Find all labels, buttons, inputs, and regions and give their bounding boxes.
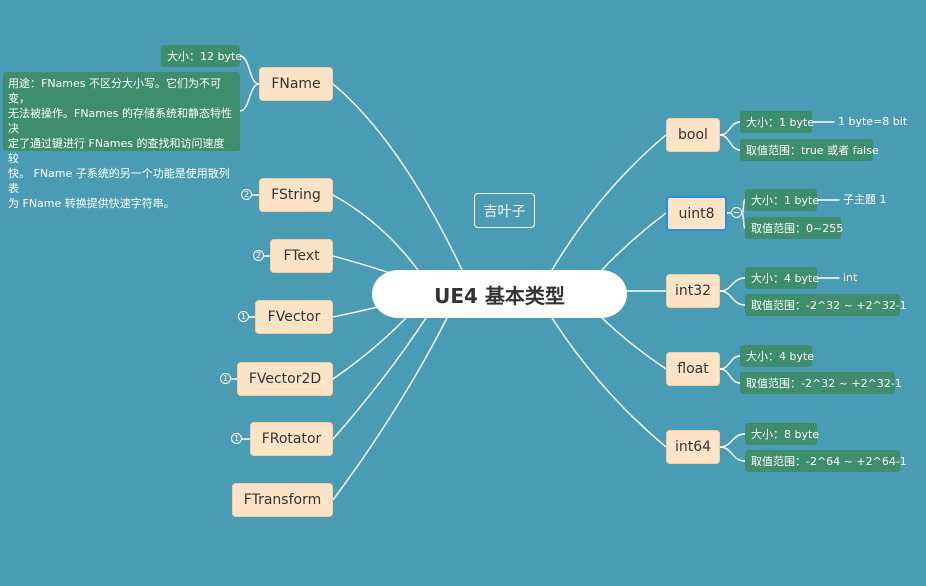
bool-range-subtopic[interactable]: 取值范围：true 或者 false bbox=[740, 139, 879, 161]
minus-circle-icon[interactable] bbox=[731, 207, 742, 218]
subtopic-label: 取值范围：0~255 bbox=[751, 222, 844, 235]
int32-range-subtopic[interactable]: 取值范围：-2^32 ~ +2^32-1 bbox=[745, 294, 907, 316]
float-range-subtopic[interactable]: 取值范围：-2^32 ~ +2^32-1 bbox=[740, 372, 902, 394]
topic-label: FString bbox=[271, 187, 321, 203]
topic-fvector[interactable]: FVector bbox=[255, 300, 333, 334]
topic-uint8[interactable]: uint8 bbox=[666, 196, 727, 231]
subtopic-label: 大小：4 byte bbox=[746, 350, 815, 363]
connector-float-size bbox=[719, 355, 741, 370]
floating-topic-label: 吉叶子 bbox=[483, 203, 526, 220]
connector-fstring bbox=[332, 194, 419, 271]
fname-size-subtopic[interactable]: 大小：12 byte bbox=[161, 45, 243, 67]
ftext-collapsed-count-icon[interactable]: 2 bbox=[253, 250, 264, 261]
connector-bool-size bbox=[719, 121, 741, 136]
uint8-range-subtopic[interactable]: 取值范围：0~255 bbox=[745, 217, 844, 239]
topic-label: bool bbox=[678, 127, 708, 143]
connector-ftransform bbox=[332, 317, 448, 501]
topic-label: int32 bbox=[674, 283, 712, 299]
float-size-subtopic[interactable]: 大小：4 byte bbox=[740, 345, 815, 367]
subtopic-label: 大小：1 byte bbox=[746, 116, 815, 129]
connector-int64 bbox=[551, 317, 667, 448]
topic-fstring[interactable]: FString bbox=[259, 178, 333, 212]
floating-topic[interactable]: 吉叶子 bbox=[474, 193, 535, 228]
topic-label: FText bbox=[283, 248, 320, 264]
topic-bool[interactable]: bool bbox=[666, 118, 720, 152]
detail-label: 子主题 1 bbox=[843, 193, 887, 206]
connector-float bbox=[599, 315, 667, 370]
detail-label: 1 byte=8 bit bbox=[838, 115, 908, 128]
connector-float-range bbox=[719, 368, 741, 384]
connector-uint8 bbox=[599, 212, 667, 273]
subtopic-label: 取值范围：-2^32 ~ +2^32-1 bbox=[751, 299, 907, 312]
frotator-collapsed-count-icon[interactable]: 1 bbox=[231, 433, 242, 444]
int64-range-subtopic[interactable]: 取值范围：-2^64 ~ +2^64-1 bbox=[745, 450, 907, 472]
connector-fname bbox=[332, 83, 463, 271]
fvector-collapsed-count-icon[interactable]: 1 bbox=[238, 311, 249, 322]
collapsed-count: 1 bbox=[222, 373, 229, 383]
connector-fvector2d bbox=[332, 315, 409, 380]
topic-ftransform[interactable]: FTransform bbox=[232, 483, 333, 517]
fstring-collapsed-count-icon[interactable]: 2 bbox=[241, 189, 252, 200]
fname-usage-subtopic[interactable]: 用途：FNames 不区分大小写。它们为不可变， 无法被操作。FNames 的存… bbox=[3, 72, 240, 210]
topic-int64[interactable]: int64 bbox=[666, 430, 720, 464]
topic-label: FTransform bbox=[243, 492, 322, 508]
topic-fvector2d[interactable]: FVector2D bbox=[237, 362, 333, 396]
collapsed-count: 2 bbox=[255, 250, 262, 260]
topic-int32[interactable]: int32 bbox=[666, 274, 720, 308]
bool-size-subtopic[interactable]: 大小：1 byte bbox=[740, 111, 815, 133]
connector-int64-range bbox=[719, 446, 746, 462]
topic-float[interactable]: float bbox=[666, 352, 720, 386]
subtopic-label: 取值范围：-2^32 ~ +2^32-1 bbox=[746, 377, 902, 390]
uint8-size-detail[interactable]: 子主题 1 bbox=[843, 192, 887, 208]
topic-label: uint8 bbox=[678, 205, 715, 222]
fvector2d-collapsed-count-icon[interactable]: 1 bbox=[220, 373, 231, 384]
topic-label: FVector bbox=[267, 309, 321, 325]
central-topic[interactable]: UE4 基本类型 bbox=[372, 270, 627, 318]
collapsed-count: 1 bbox=[240, 311, 247, 321]
uint8-size-subtopic[interactable]: 大小：1 byte bbox=[745, 189, 820, 211]
subtopic-label: 取值范围：true 或者 false bbox=[746, 144, 879, 157]
subtopic-label: 用途：FNames 不区分大小写。它们为不可变， 无法被操作。FNames 的存… bbox=[8, 77, 233, 210]
topic-frotator[interactable]: FRotator bbox=[250, 422, 333, 456]
topic-label: FRotator bbox=[261, 431, 322, 447]
connector-bool bbox=[551, 134, 667, 271]
connector-fname-usage bbox=[239, 83, 260, 112]
central-topic-label: UE4 基本类型 bbox=[434, 283, 565, 308]
subtopic-label: 大小：8 byte bbox=[751, 428, 820, 441]
int64-size-subtopic[interactable]: 大小：8 byte bbox=[745, 423, 820, 445]
topic-fname[interactable]: FName bbox=[259, 67, 333, 101]
subtopic-label: 大小：4 byte bbox=[751, 272, 820, 285]
collapsed-count: 1 bbox=[233, 433, 240, 443]
connector-int32-range bbox=[719, 290, 746, 306]
topic-label: FName bbox=[271, 76, 321, 92]
detail-label: int bbox=[843, 271, 858, 284]
connector-bool-range bbox=[719, 134, 741, 151]
topic-label: FVector2D bbox=[248, 371, 322, 387]
bool-size-detail[interactable]: 1 byte=8 bit bbox=[838, 114, 907, 130]
int32-size-detail[interactable]: int bbox=[843, 270, 857, 286]
int32-size-subtopic[interactable]: 大小：4 byte bbox=[745, 267, 820, 289]
topic-label: int64 bbox=[674, 439, 712, 455]
connector-int64-size bbox=[719, 433, 746, 448]
topic-label: float bbox=[677, 361, 709, 377]
connector-int32-size bbox=[719, 277, 746, 292]
subtopic-label: 大小：12 byte bbox=[167, 50, 243, 63]
topic-ftext[interactable]: FText bbox=[270, 239, 333, 273]
connector-frotator bbox=[332, 317, 427, 440]
collapsed-count: 2 bbox=[243, 189, 250, 199]
subtopic-label: 大小：1 byte bbox=[751, 194, 820, 207]
connector-fname-size bbox=[239, 55, 260, 85]
subtopic-label: 取值范围：-2^64 ~ +2^64-1 bbox=[751, 455, 907, 468]
